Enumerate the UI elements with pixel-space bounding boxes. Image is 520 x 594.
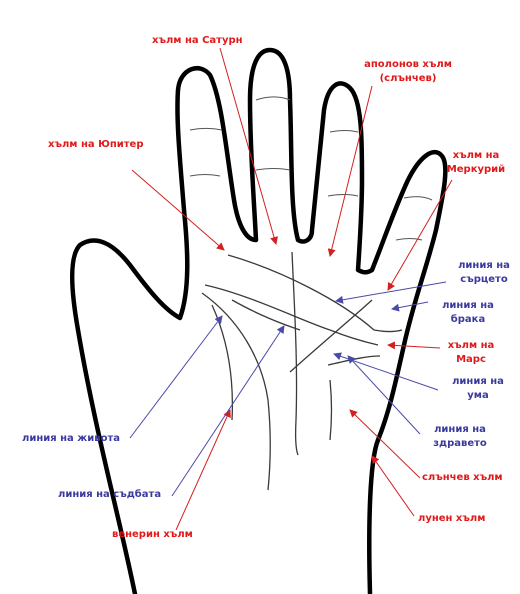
label-mercury-line2: Меркурий (446, 164, 506, 175)
label-heart-line: линия на сърцето (448, 259, 520, 287)
label-marriage-line2: брака (450, 314, 486, 325)
label-life-line: линия на живота (22, 433, 120, 444)
label-mercury-line1: хълм на (452, 150, 500, 161)
palm-lines (201, 251, 403, 491)
label-sun-mount: слънчев хълм (422, 472, 503, 483)
label-health-line2: здравето (433, 438, 487, 449)
label-mars-line1: хълм на (447, 340, 495, 351)
label-head-line1: линия на (452, 376, 504, 387)
minor-line-2 (327, 355, 381, 366)
fate-line (291, 251, 299, 456)
minor-line-1 (231, 299, 301, 331)
label-heart-line2: сърцето (460, 274, 508, 285)
label-head-line: линия на ума (438, 375, 518, 403)
label-mercury: хълм на Меркурий (436, 149, 516, 177)
arrow-venus (175, 409, 231, 531)
arrow-mars (387, 341, 441, 350)
arrow-apollo (327, 85, 373, 257)
arrow-mercury (387, 179, 453, 291)
heart-line (227, 254, 375, 331)
arrow-moon (371, 455, 415, 517)
label-heart-line1: линия на (458, 260, 510, 271)
finger-creases (189, 96, 433, 241)
label-head-line2: ума (467, 390, 489, 401)
life-line (201, 292, 271, 491)
arrow-jupiter (131, 169, 225, 251)
head-line (204, 284, 379, 346)
marriage-line (373, 329, 403, 333)
arrow-fate (171, 325, 285, 497)
arrow-health (347, 355, 421, 435)
label-fate-line: линия на съдбата (58, 489, 162, 500)
label-apollo-line1: аполонов хълм (364, 59, 452, 70)
label-apollo-line2: (слънчев) (379, 73, 437, 84)
inner-life-line (211, 304, 233, 421)
label-moon: лунен хълм (418, 513, 486, 524)
red-arrows (131, 47, 453, 531)
label-jupiter: хълм на Юпитер (48, 139, 144, 150)
health-line (289, 299, 373, 373)
label-venus: венерин хълм (112, 529, 193, 540)
label-health-line: линия на здравето (420, 423, 500, 451)
blue-arrows (129, 281, 447, 497)
arrow-marriage (391, 301, 429, 312)
label-marriage-line: линия на брака (428, 299, 508, 327)
minor-line-3 (329, 379, 333, 441)
label-mars: хълм на Марс (436, 339, 506, 367)
arrow-sun-mount (349, 409, 421, 479)
label-marriage-line1: линия на (442, 300, 494, 311)
arrow-saturn (219, 47, 278, 245)
arrow-life (129, 315, 223, 439)
arrow-head (333, 352, 439, 391)
arrow-heart (335, 281, 447, 304)
label-saturn: хълм на Сатурн (152, 35, 243, 46)
label-apollo: аполонов хълм (слънчев) (358, 58, 458, 86)
label-mars-line2: Марс (456, 354, 486, 365)
hand-outline (70, 47, 448, 594)
label-health-line1: линия на (434, 424, 486, 435)
